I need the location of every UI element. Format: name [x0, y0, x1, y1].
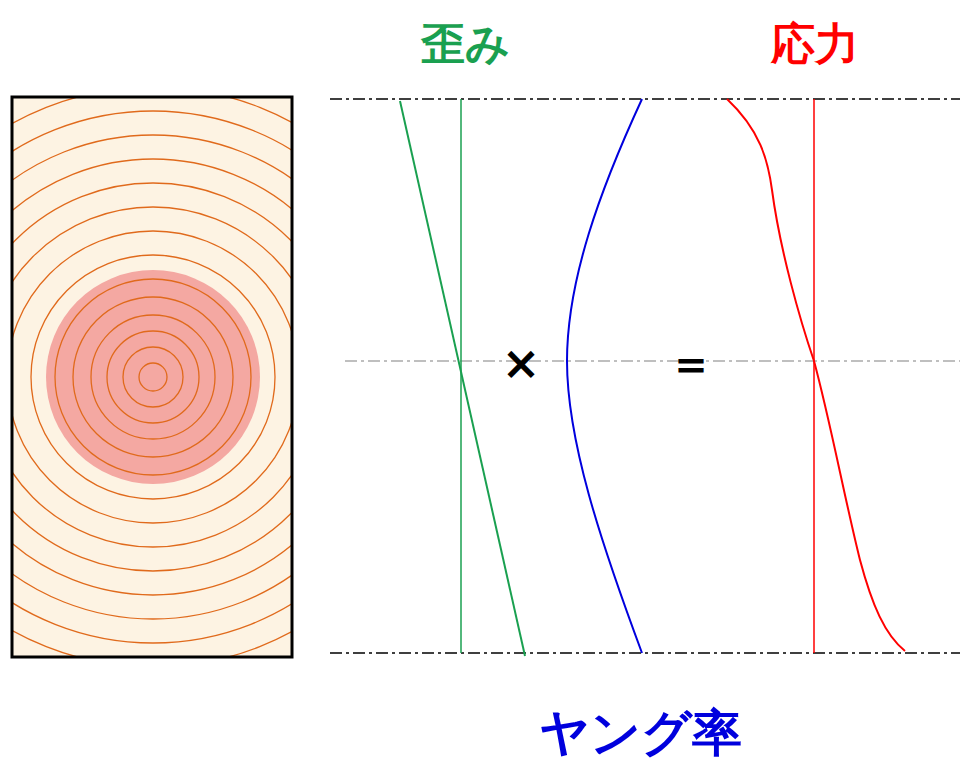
growth-ring: [12, 97, 292, 657]
modulus-curve: [567, 99, 642, 653]
growth-ring: [12, 97, 292, 657]
times-sign: ×: [502, 340, 541, 386]
growth-ring: [12, 97, 292, 657]
bottom-edge-line: [330, 652, 960, 654]
juvenile-core: [46, 270, 260, 484]
growth-rings: [12, 97, 292, 657]
strain-title: 歪み: [421, 22, 510, 66]
growth-ring: [55, 279, 251, 475]
growth-ring: [91, 315, 215, 439]
growth-ring: [73, 297, 233, 457]
growth-ring: [12, 207, 292, 547]
growth-ring: [12, 231, 292, 523]
stress-axis: [813, 99, 815, 653]
growth-ring: [12, 159, 292, 595]
growth-ring: [12, 183, 292, 571]
growth-ring: [123, 347, 183, 407]
stress-title: 応力: [771, 22, 859, 66]
timber-outline: [12, 97, 292, 657]
modulus-title: ヤング率: [539, 708, 742, 758]
growth-ring: [31, 255, 275, 499]
neutral-axis: [345, 360, 960, 362]
growth-ring: [107, 331, 199, 423]
growth-ring: [12, 111, 292, 643]
stress-curve: [727, 99, 905, 651]
growth-ring: [139, 363, 167, 391]
growth-ring: [12, 97, 292, 657]
equals-sign: ＝: [668, 340, 714, 386]
growth-ring: [12, 135, 292, 619]
timber-section: [12, 97, 292, 657]
top-edge-line: [330, 98, 960, 100]
